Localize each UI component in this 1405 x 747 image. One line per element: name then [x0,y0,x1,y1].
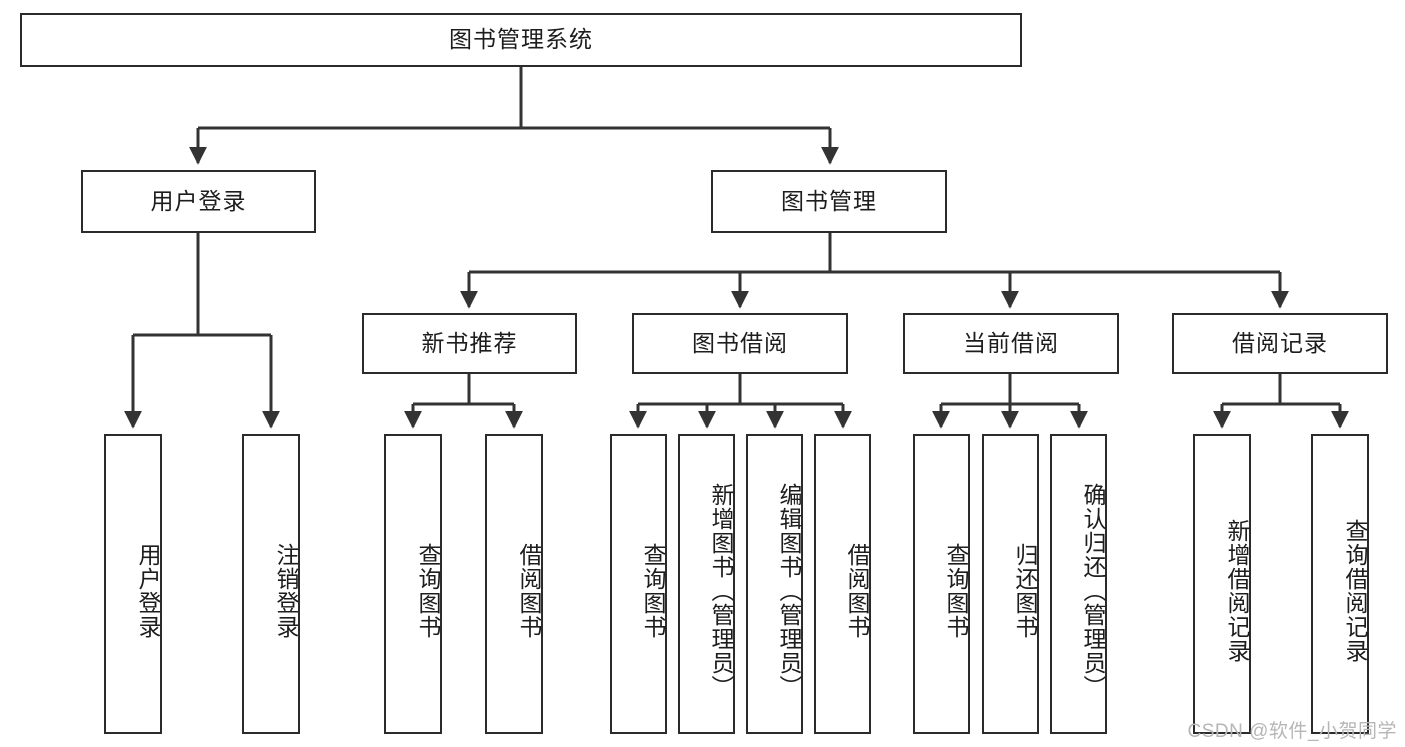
leaf-borrow-edit-book-admin[interactable]: 编辑图书（管理员） [746,434,803,734]
node-borrow-records[interactable]: 借阅记录 [1172,313,1388,374]
leaf-label: 注销登录 [273,543,299,639]
leaf-label: 归还图书 [1012,543,1038,639]
leaf-records-query-record[interactable]: 查询借阅记录 [1311,434,1369,734]
leaf-label: 查询图书 [415,543,441,639]
leaf-user-login-login[interactable]: 用户登录 [104,434,162,734]
node-root[interactable]: 图书管理系统 [20,13,1022,67]
leaf-label: 借阅图书 [516,543,542,639]
node-user-login-label: 用户登录 [150,187,247,214]
node-root-label: 图书管理系统 [449,26,593,53]
leaf-current-query-book[interactable]: 查询图书 [913,434,970,734]
leaf-new-book-query[interactable]: 查询图书 [384,434,442,734]
node-book-management-label: 图书管理 [781,187,877,214]
leaf-records-add-record[interactable]: 新增借阅记录 [1193,434,1251,734]
leaf-current-return-book[interactable]: 归还图书 [982,434,1039,734]
node-current-borrow-label: 当前借阅 [963,329,1059,356]
leaf-label: 查询图书 [640,543,666,639]
leaf-user-login-logout[interactable]: 注销登录 [242,434,300,734]
leaf-label: 查询借阅记录 [1342,519,1368,663]
csdn-watermark: CSDN @软件_小贺同学 [1187,721,1397,742]
leaf-label: 用户登录 [135,543,161,639]
leaf-label: 借阅图书 [844,543,870,639]
node-current-borrow[interactable]: 当前借阅 [903,313,1119,374]
leaf-label: 新增借阅记录 [1224,519,1250,663]
leaf-borrow-add-book-admin[interactable]: 新增图书（管理员） [678,434,735,734]
node-new-book-recommend[interactable]: 新书推荐 [362,313,577,374]
node-book-borrow[interactable]: 图书借阅 [632,313,848,374]
leaf-current-confirm-return-admin[interactable]: 确认归还（管理员） [1050,434,1107,734]
leaf-label: 查询图书 [943,543,969,639]
leaf-label: 编辑图书（管理员） [776,483,802,699]
node-book-management[interactable]: 图书管理 [711,170,947,233]
node-user-login[interactable]: 用户登录 [81,170,316,233]
leaf-borrow-borrow-book[interactable]: 借阅图书 [814,434,871,734]
node-new-book-recommend-label: 新书推荐 [421,329,518,356]
node-borrow-records-label: 借阅记录 [1232,329,1328,356]
leaf-new-book-borrow[interactable]: 借阅图书 [485,434,543,734]
node-book-borrow-label: 图书借阅 [692,329,788,356]
leaf-label: 确认归还（管理员） [1080,483,1106,699]
leaf-label: 新增图书（管理员） [708,483,734,699]
leaf-borrow-query-book[interactable]: 查询图书 [610,434,667,734]
